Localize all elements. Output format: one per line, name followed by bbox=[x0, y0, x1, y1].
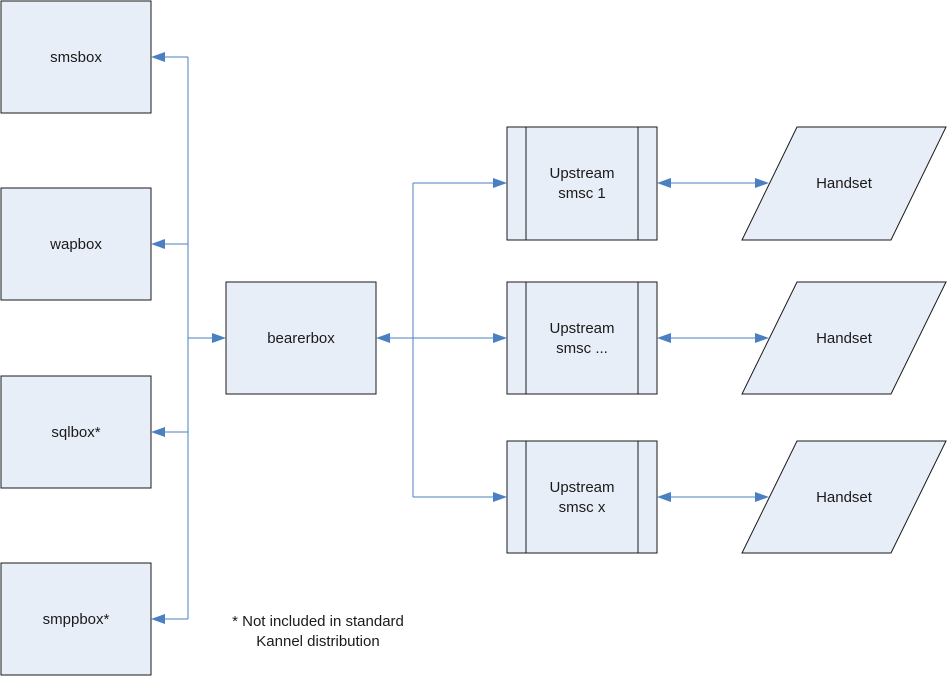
footnote-line1: * Not included in standard bbox=[232, 613, 404, 630]
footnote: * Not included in standard Kannel distri… bbox=[232, 613, 404, 650]
right-bus-connectors bbox=[376, 178, 507, 502]
bearerbox-shape bbox=[225, 281, 377, 395]
smppbox-node: smppbox* bbox=[0, 562, 152, 676]
arrowhead-bearerbox-out bbox=[376, 333, 390, 343]
smsc-2-shape bbox=[506, 281, 658, 395]
smsc-2-label-line1: Upstream bbox=[549, 320, 614, 337]
arrowhead-handset-1 bbox=[755, 178, 769, 188]
handset-1-label: Handset bbox=[816, 175, 873, 192]
smppbox-shape bbox=[0, 562, 152, 676]
smsc-3-shape bbox=[506, 440, 658, 554]
arrowhead-sqlbox bbox=[151, 427, 165, 437]
smppbox-label: smppbox* bbox=[43, 611, 110, 628]
smsc-2-node: Upstream smsc ... bbox=[506, 281, 658, 395]
bearerbox-node: bearerbox bbox=[225, 281, 377, 395]
arrowhead-smsc-2 bbox=[493, 333, 507, 343]
smsc-3-node: Upstream smsc x bbox=[506, 440, 658, 554]
handset-2-shape bbox=[741, 281, 947, 395]
smsc-1-label-line1: Upstream bbox=[549, 165, 614, 182]
arrowhead-wapbox bbox=[151, 239, 165, 249]
arrowhead-smsc-2-back bbox=[657, 333, 671, 343]
smsbox-label: smsbox bbox=[50, 49, 102, 66]
sqlbox-label: sqlbox* bbox=[51, 424, 100, 441]
arrowhead-handset-2 bbox=[755, 333, 769, 343]
handset-1-node: Handset bbox=[741, 126, 947, 241]
left-bus-connectors bbox=[151, 52, 226, 624]
arrowhead-smsc-1 bbox=[493, 178, 507, 188]
wapbox-node: wapbox bbox=[0, 187, 152, 301]
smsc-handset-connectors bbox=[657, 178, 769, 502]
wapbox-shape bbox=[0, 187, 152, 301]
smsc-1-node: Upstream smsc 1 bbox=[506, 126, 658, 241]
smsc-2-label-line2: smsc ... bbox=[556, 340, 608, 357]
handset-2-label: Handset bbox=[816, 330, 873, 347]
arrowhead-smsc-3-back bbox=[657, 492, 671, 502]
arrowhead-smsc-1-back bbox=[657, 178, 671, 188]
handset-3-label: Handset bbox=[816, 489, 873, 506]
smsbox-node: smsbox bbox=[0, 0, 152, 114]
smsbox-shape bbox=[0, 0, 152, 114]
sqlbox-shape bbox=[0, 375, 152, 489]
handset-1-shape bbox=[741, 126, 947, 241]
arrowhead-bearerbox-in bbox=[212, 333, 226, 343]
smsc-1-shape bbox=[506, 126, 658, 241]
arrowhead-smsc-3 bbox=[493, 492, 507, 502]
sqlbox-node: sqlbox* bbox=[0, 375, 152, 489]
smsc-3-label-line1: Upstream bbox=[549, 479, 614, 496]
handset-2-node: Handset bbox=[741, 281, 947, 395]
footnote-line2: Kannel distribution bbox=[256, 633, 379, 650]
arrowhead-smsbox bbox=[151, 52, 165, 62]
handset-3-node: Handset bbox=[741, 440, 947, 554]
handset-3-shape bbox=[741, 440, 947, 554]
arrowhead-handset-3 bbox=[755, 492, 769, 502]
wapbox-label: wapbox bbox=[49, 236, 102, 253]
bearerbox-label: bearerbox bbox=[267, 330, 335, 347]
smsc-1-label-line2: smsc 1 bbox=[558, 185, 606, 202]
arrowhead-smppbox bbox=[151, 614, 165, 624]
smsc-3-label-line2: smsc x bbox=[559, 499, 606, 516]
